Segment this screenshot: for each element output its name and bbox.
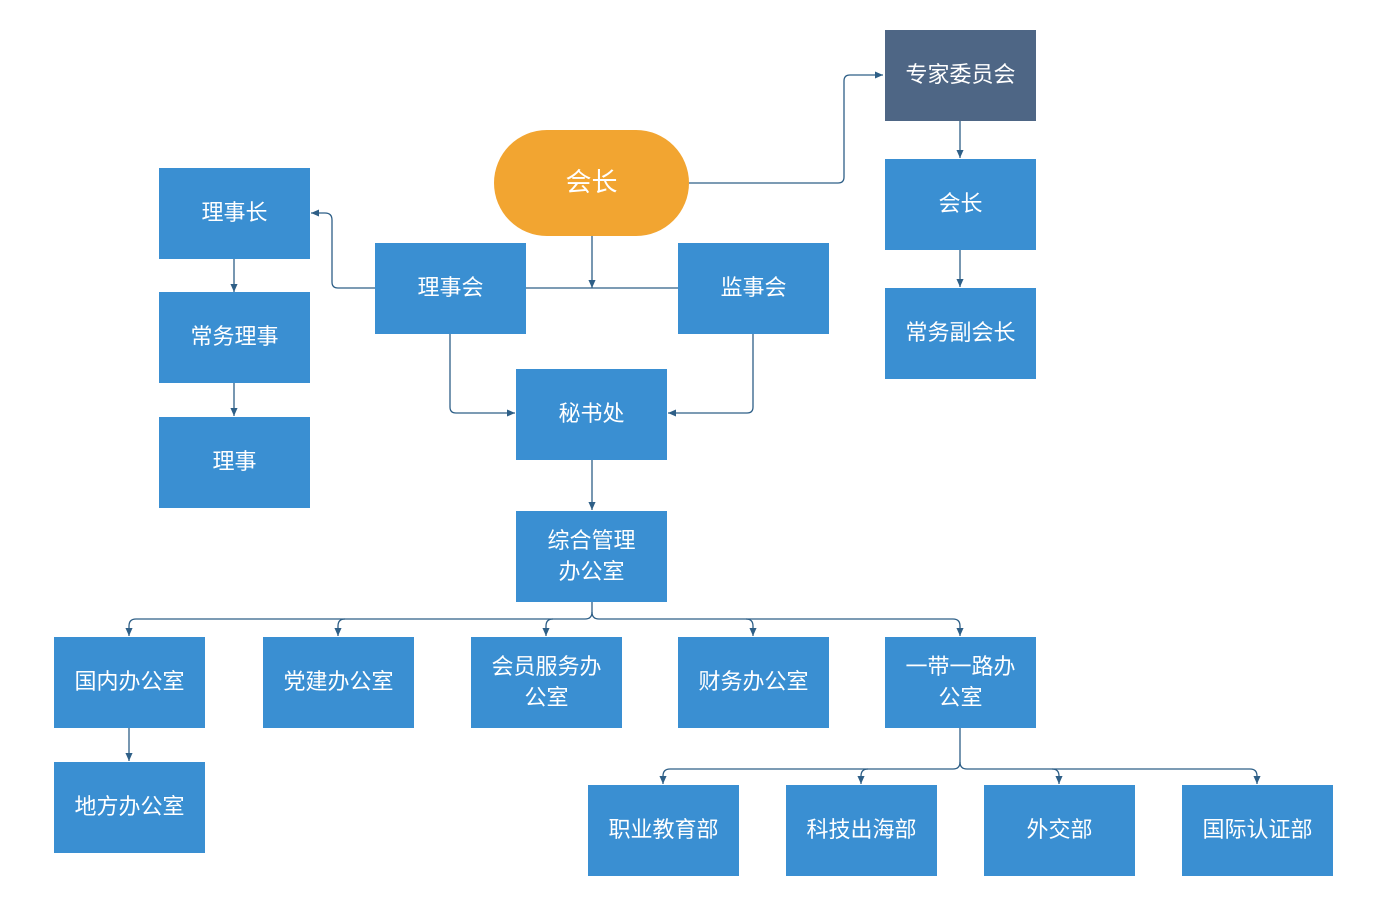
node-member-service-office: 会员服务办 公室 (471, 637, 622, 728)
node-local-office: 地方办公室 (54, 762, 205, 853)
node-general-office: 综合管理 办公室 (516, 511, 667, 602)
node-expert-president: 会长 (885, 159, 1036, 250)
node-diplomacy-dept: 外交部 (984, 785, 1135, 876)
edge-board-chairman (311, 209, 375, 289)
node-board: 理事会 (375, 243, 526, 334)
node-expert-committee: 专家委员会 (885, 30, 1036, 121)
node-expert-vice-president: 常务副会长 (885, 288, 1036, 379)
node-supervisory-board: 监事会 (678, 243, 829, 334)
node-director: 理事 (159, 417, 310, 508)
branch-finance (745, 618, 757, 636)
branch-member (542, 618, 554, 636)
node-secretariat: 秘书处 (516, 369, 667, 460)
edge-supervisory-secretariat (668, 334, 754, 417)
node-vocational-education-dept: 职业教育部 (588, 785, 739, 876)
branch-tech (857, 768, 869, 784)
node-executive-director: 常务理事 (159, 292, 310, 383)
trunk-beltroad-left (659, 728, 961, 784)
node-finance-office: 财务办公室 (678, 637, 829, 728)
node-board-chairman: 理事长 (159, 168, 310, 259)
branch-diplomacy (1051, 768, 1063, 784)
edge-board-secretariat (449, 334, 515, 417)
branch-party (334, 618, 346, 636)
node-domestic-office: 国内办公室 (54, 637, 205, 728)
trunk-beltroad-right (959, 761, 1261, 784)
node-intl-certification-dept: 国际认证部 (1182, 785, 1333, 876)
node-tech-overseas-dept: 科技出海部 (786, 785, 937, 876)
trunk-general-offices (125, 602, 593, 636)
node-party-office: 党建办公室 (263, 637, 414, 728)
node-president: 会长 (494, 130, 689, 236)
node-belt-road-office: 一带一路办 公室 (885, 637, 1036, 728)
edge-president-expert (689, 71, 883, 184)
trunk-right (591, 611, 964, 636)
